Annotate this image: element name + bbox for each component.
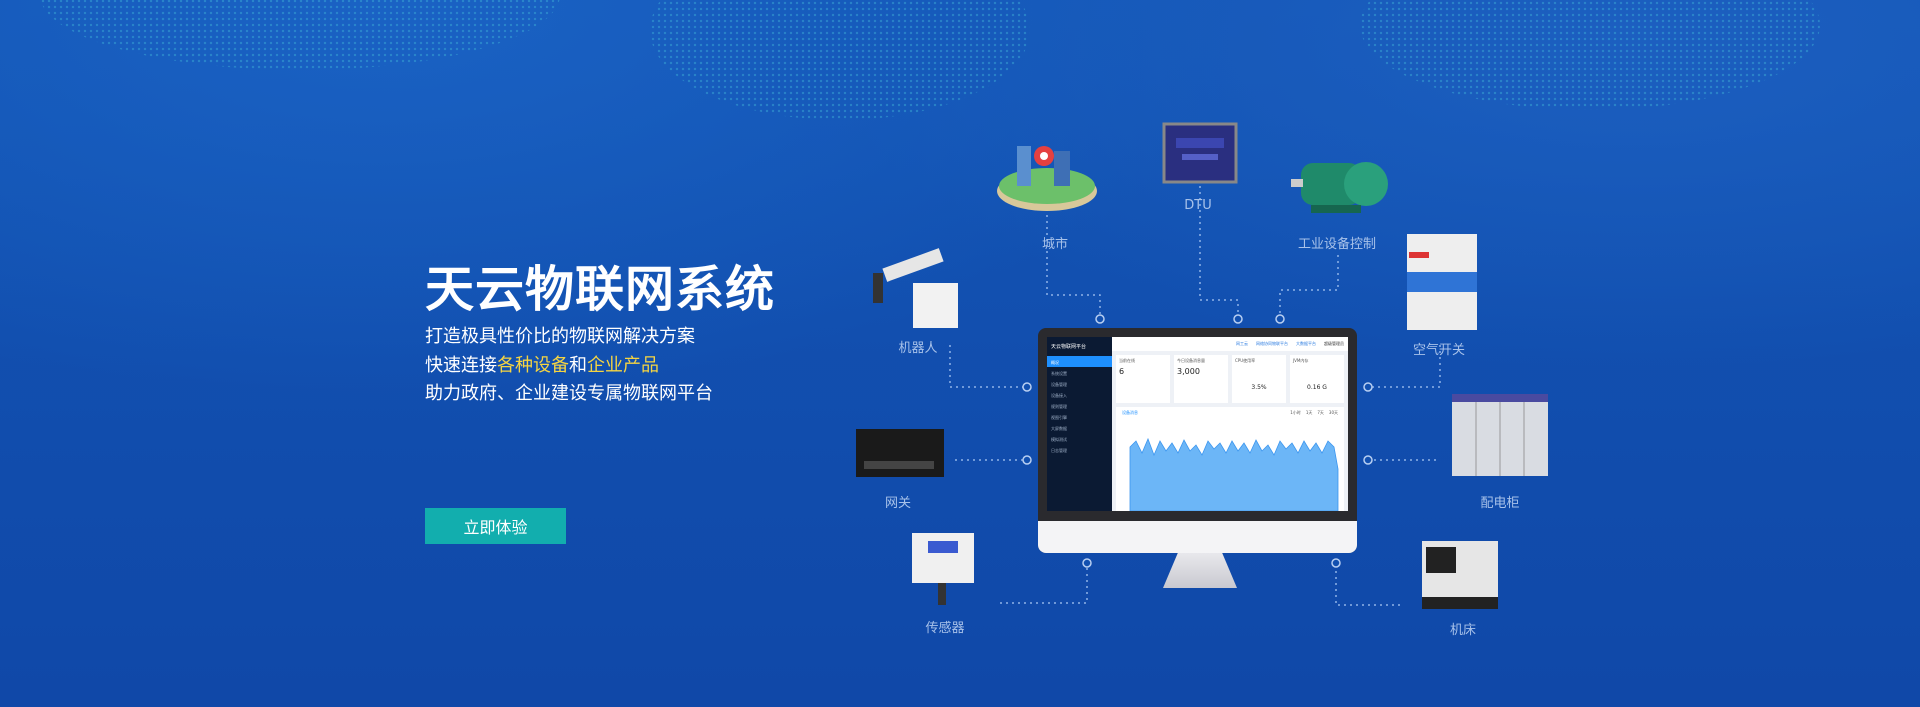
nav-item[interactable]: 视图引擎 [1051,415,1067,420]
range-button[interactable]: 30天 [1328,410,1338,415]
nav-item[interactable]: 设备接入 [1051,393,1067,398]
hero-line-3: 助力政府、企业建设专属物联网平台 [425,383,713,404]
card-label: 当前在线 [1119,358,1135,363]
nav-item[interactable]: 概况 [1047,356,1112,367]
chart-tab[interactable]: 设备消息 [1122,410,1138,415]
hero-title: 天云物联网系统 [425,261,776,318]
dashboard-sidebar: 天云物联网平台 概况 系统设置 设备管理 设备接入 规则管理 视图引擎 大屏数据… [1047,337,1112,511]
area-chart [1129,437,1339,511]
try-now-button[interactable]: 立即体验 [425,508,566,544]
top-link[interactable]: 网工云 [1236,341,1248,346]
monitor-chin [1038,521,1357,553]
hero-line-2: 快速连接各种设备和企业产品 [425,351,659,377]
range-button[interactable]: 7天 [1317,410,1324,415]
nav-item[interactable]: 规则管理 [1051,404,1067,409]
city-image [997,146,1097,211]
sensor-image [912,533,974,605]
highlight-devices: 各种设备 [497,355,569,376]
gateway-label: 网关 [884,496,912,511]
dashboard-main: 网工云 网络协同物联平台 大数据平台 超级管理员 当前在线 6 今日设备消息量 3,… [1112,337,1348,511]
dashboard-screen: 天云物联网平台 概况 系统设置 设备管理 设备接入 规则管理 视图引擎 大屏数据… [1047,337,1348,511]
motor-image [1291,162,1388,213]
nav-item[interactable]: 日志管理 [1051,448,1067,453]
industrial-label: 工业设备控制 [1297,237,1377,252]
dashboard-topbar: 网工云 网络协同物联平台 大数据平台 超级管理员 [1112,337,1348,351]
card-label: JVM内存 [1293,358,1309,363]
range-button[interactable]: 1小时 [1290,410,1301,415]
cabinet-label: 配电柜 [1480,496,1520,511]
lathe-image [1422,541,1498,609]
card-value: 3,000 [1177,367,1200,376]
city-label: 城市 [1041,237,1069,252]
dtu-image [1162,122,1238,184]
dashboard-brand: 天云物联网平台 [1051,344,1087,350]
dtu-label: DTU [1184,198,1212,213]
breaker-label: 空气开关 [1412,343,1466,358]
nav-item[interactable]: 系统设置 [1051,371,1067,376]
sensor-label: 传感器 [925,621,965,636]
hero-line-1: 打造极具性价比的物联网解决方案 [425,326,695,347]
highlight-products: 企业产品 [587,355,659,376]
user-name[interactable]: 超级管理员 [1324,341,1344,346]
card-label: 今日设备消息量 [1177,358,1205,363]
top-link[interactable]: 大数据平台 [1296,341,1316,346]
card-value: 6 [1119,367,1125,376]
message-chart: 设备消息 1小时 1天 7天 30天 [1116,407,1344,511]
gateway-image [856,429,944,477]
stat-card: 当前在线 6 [1116,355,1170,403]
card-label: CPU使用率 [1235,358,1256,363]
lathe-label: 机床 [1449,623,1477,638]
monitor-stand [1163,553,1237,588]
nav-item[interactable]: 模拟测试 [1051,437,1067,442]
text: 和 [569,355,587,376]
range-button[interactable]: 1天 [1305,410,1313,415]
card-value: 3.5% [1251,384,1267,391]
top-link[interactable]: 网络协同物联平台 [1256,341,1288,346]
stat-card: CPU使用率 3.5% [1232,355,1286,403]
robot-image [873,248,958,328]
nav-item[interactable]: 设备管理 [1051,382,1067,387]
cabinet-image [1452,394,1548,476]
card-value: 0.16 G [1307,384,1327,391]
text: 快速连接 [425,355,497,376]
stat-card: JVM内存 0.16 G [1290,355,1344,403]
nav-item[interactable]: 大屏数据 [1051,426,1067,431]
stat-card: 今日设备消息量 3,000 [1174,355,1228,403]
robot-label: 机器人 [898,341,938,356]
breaker-image [1407,234,1477,330]
